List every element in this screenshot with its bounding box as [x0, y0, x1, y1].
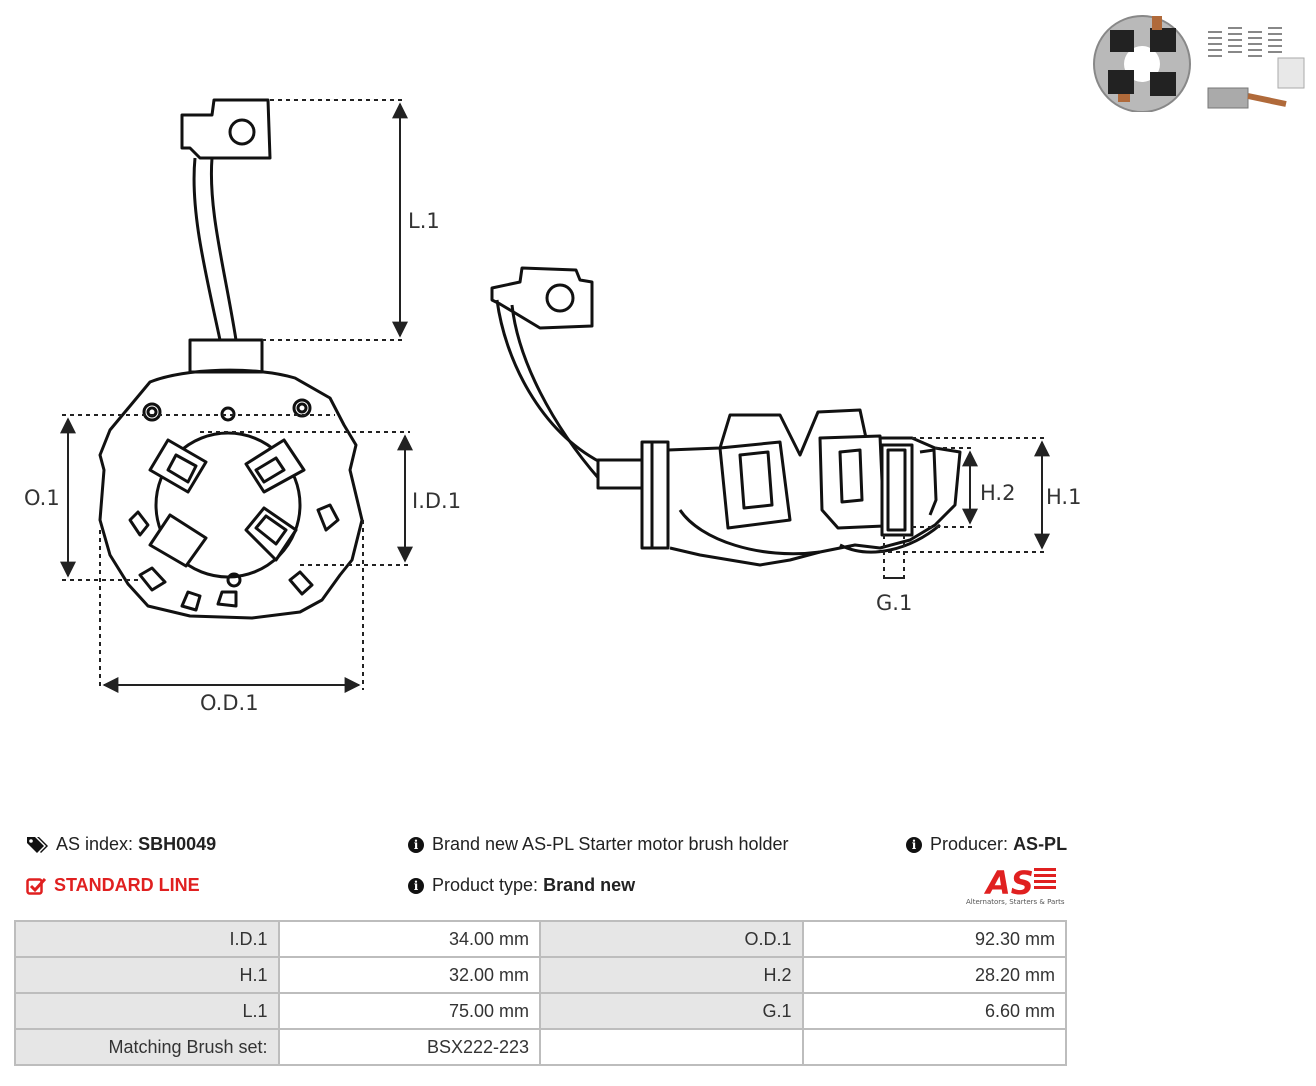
dim-label-o1: O.1: [24, 486, 60, 510]
spec-label: H.2: [539, 956, 804, 994]
dim-label-h2: H.2: [980, 481, 1015, 505]
tags-icon: [27, 836, 48, 853]
dim-label-g1: G.1: [876, 591, 912, 615]
front-dimensions: [60, 99, 413, 693]
table-row: Matching Brush set:BSX222-223: [14, 1028, 1068, 1066]
info-circle-icon: i: [408, 877, 424, 894]
svg-text:AS: AS: [983, 864, 1034, 902]
side-dimensions: [880, 437, 1050, 582]
svg-text:Alternators, Starters & Parts: Alternators, Starters & Parts: [966, 898, 1065, 906]
side-view: [490, 266, 962, 567]
spec-value: 6.60 mm: [801, 992, 1068, 1030]
info-circle-icon: i: [408, 836, 424, 853]
technical-drawing: L.1 O.1 I.D.1 O.D.1 H.2 H.1 G.1: [24, 98, 1081, 715]
dim-label-h1: H.1: [1046, 485, 1081, 509]
dim-label-od1: O.D.1: [200, 691, 259, 715]
product-type: i Product type: Brand new: [408, 875, 635, 896]
as-index-label: AS index:: [56, 834, 134, 854]
standard-line: STANDARD LINE: [26, 875, 200, 896]
check-square-icon: [26, 877, 46, 895]
as-pl-logo: AS Alternators, Starters & Parts: [966, 864, 1065, 906]
spec-label: G.1: [539, 992, 804, 1030]
spec-label: O.D.1: [539, 920, 804, 958]
spec-label: L.1: [14, 992, 280, 1030]
product-thumbnail[interactable]: [1090, 8, 1308, 112]
product-type-label: Product type:: [432, 875, 539, 895]
spec-label: I.D.1: [14, 920, 280, 958]
as-index: AS index: SBH0049: [26, 834, 216, 855]
spec-value: 34.00 mm: [277, 920, 542, 958]
dim-label-id1: I.D.1: [412, 489, 461, 513]
info-circle-icon: i: [906, 836, 922, 853]
front-view: [98, 98, 364, 620]
description: i Brand new AS-PL Starter motor brush ho…: [408, 834, 789, 855]
dim-label-l1: L.1: [408, 209, 440, 233]
spec-label: H.1: [14, 956, 280, 994]
producer: i Producer: AS-PL: [906, 834, 1067, 855]
spec-value: 28.20 mm: [801, 956, 1068, 994]
spec-label: Matching Brush set:: [14, 1028, 280, 1066]
product-type-value: Brand new: [543, 875, 636, 895]
standard-line-label: STANDARD LINE: [54, 875, 200, 895]
description-text: Brand new AS-PL Starter motor brush hold…: [432, 834, 789, 854]
spec-value: 92.30 mm: [801, 920, 1068, 958]
spec-label: [539, 1028, 804, 1066]
spec-value: 32.00 mm: [277, 956, 542, 994]
producer-value: AS-PL: [1013, 834, 1068, 854]
spec-value: [801, 1028, 1068, 1066]
spec-value: BSX222-223: [277, 1028, 542, 1066]
as-index-value: SBH0049: [138, 834, 217, 854]
producer-label: Producer:: [930, 834, 1009, 854]
spec-value: 75.00 mm: [277, 992, 542, 1030]
